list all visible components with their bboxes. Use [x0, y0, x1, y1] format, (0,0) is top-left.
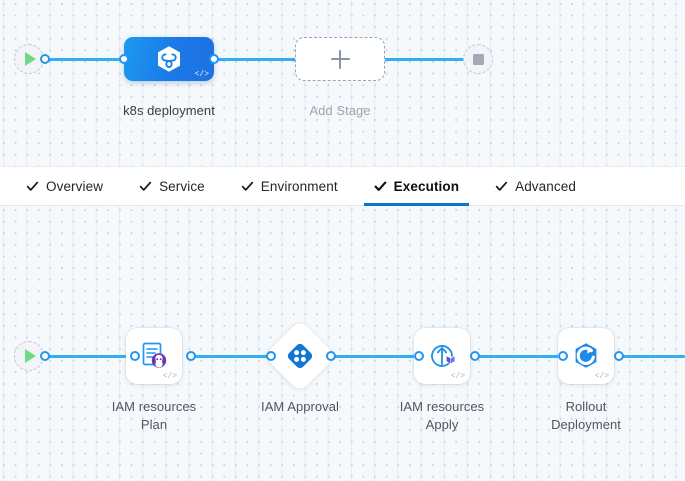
- stage-node-k8s-deployment[interactable]: </>: [124, 37, 214, 81]
- step-link-4: [618, 355, 685, 358]
- check-icon: [139, 180, 152, 193]
- stage-link-start: [44, 58, 124, 61]
- tab-label: Environment: [260, 178, 338, 194]
- add-stage-button[interactable]: [295, 37, 385, 81]
- tab-execution[interactable]: Execution: [356, 167, 477, 206]
- harness-approval-icon: [287, 343, 313, 369]
- stage-label-k8s-deployment: k8s deployment: [123, 103, 215, 118]
- step-2-in-port[interactable]: [414, 351, 424, 361]
- step-code-badge: </>: [594, 372, 609, 381]
- stop-icon: [472, 53, 484, 65]
- tab-service[interactable]: Service: [121, 167, 223, 205]
- stage-link-mid: [212, 58, 298, 61]
- step-code-badge: </>: [450, 372, 465, 381]
- step-node-iam-approval-icon-wrap: [274, 330, 326, 382]
- step-label-iam-approval: IAM Approval: [261, 399, 339, 414]
- step-label-rollout-deployment: Rollout Deployment: [551, 399, 621, 432]
- step-0-in-port[interactable]: [130, 351, 140, 361]
- step-label-iam-resources-plan: IAM resources Plan: [111, 399, 197, 432]
- tab-environment[interactable]: Environment: [223, 167, 356, 205]
- execution-canvas[interactable]: </> IAM resources Plan IAM Approval: [0, 206, 685, 481]
- tab-label: Execution: [393, 178, 460, 194]
- step-0-out-port[interactable]: [186, 351, 196, 361]
- step-3-in-port[interactable]: [558, 351, 568, 361]
- step-3-out-port[interactable]: [614, 351, 624, 361]
- step-label-iam-resources-apply: IAM resources Apply: [399, 399, 485, 432]
- step-1-out-port[interactable]: [326, 351, 336, 361]
- stage-in-port[interactable]: [119, 54, 129, 64]
- stage-code-badge: </>: [194, 70, 209, 79]
- step-link-1: [190, 355, 270, 358]
- tab-label: Advanced: [515, 178, 576, 194]
- stage-canvas-grid: [0, 0, 685, 166]
- tab-advanced[interactable]: Advanced: [477, 167, 594, 205]
- tab-label: Overview: [46, 178, 104, 194]
- step-link-3: [474, 355, 562, 358]
- plus-icon: [330, 49, 350, 69]
- play-icon: [25, 349, 36, 363]
- check-icon: [26, 180, 39, 193]
- add-stage-label: Add Stage: [309, 103, 371, 118]
- stage-link-end: [380, 58, 468, 61]
- stage-config-tabs: Overview Service Environment: [0, 166, 685, 206]
- step-link-0: [44, 355, 134, 358]
- step-1-in-port[interactable]: [266, 351, 276, 361]
- kubernetes-rollout-icon: [575, 343, 597, 368]
- check-icon: [374, 180, 387, 193]
- play-icon: [25, 52, 36, 66]
- stage-canvas[interactable]: </> k8s deployment Add Stage: [0, 0, 685, 166]
- tab-label: Service: [159, 178, 205, 194]
- check-icon: [241, 180, 254, 193]
- step-2-out-port[interactable]: [470, 351, 480, 361]
- terraform-apply-icon: [431, 345, 455, 367]
- pipeline-start-node[interactable]: [14, 44, 44, 74]
- step-link-2: [330, 355, 418, 358]
- step-code-badge: </>: [162, 372, 177, 381]
- harness-hexagon-icon: [158, 46, 180, 72]
- stage-start-port[interactable]: [40, 54, 50, 64]
- terraform-plan-icon: [142, 342, 167, 368]
- pipeline-end-node[interactable]: [463, 44, 493, 74]
- check-icon: [495, 180, 508, 193]
- stage-out-port[interactable]: [209, 54, 219, 64]
- tab-overview[interactable]: Overview: [8, 167, 121, 205]
- execution-start-port[interactable]: [40, 351, 50, 361]
